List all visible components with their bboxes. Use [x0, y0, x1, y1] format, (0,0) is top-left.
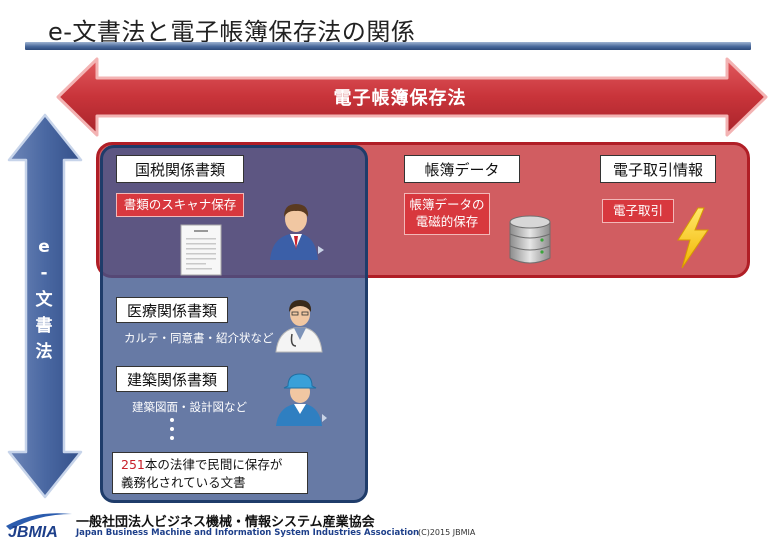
continuation-dots — [170, 418, 174, 445]
e-doc-char: 法 — [35, 342, 53, 363]
electronic-storage-line2: 電磁的保存 — [415, 214, 479, 229]
worker-icon — [276, 373, 327, 426]
jbmia-logo: JBMIA — [6, 513, 72, 540]
electronic-storage-line1: 帳簿データの — [409, 197, 485, 213]
kenchiku-desc: 建築図面・設計図など — [132, 400, 247, 414]
e-transaction-tag: 電子取引 — [602, 199, 674, 223]
lightning-icon — [677, 207, 709, 269]
database-icon — [509, 215, 551, 264]
document-icon — [180, 224, 222, 276]
horizontal-double-arrow — [56, 57, 768, 137]
e-doc-char: e — [38, 237, 50, 257]
scanner-storage-tag: 書類のスキャナ保存 — [116, 193, 244, 217]
org-name-jp: 一般社団法人ビジネス機械・情報システム産業協会 — [76, 515, 375, 530]
law-count-number: 251 — [121, 457, 145, 472]
iryou-label: 医療関係書類 — [116, 297, 228, 323]
law-count-note: 251本の法律で民間に保存が 義務化されている文書 — [112, 452, 308, 494]
choubo-label: 帳簿データ — [404, 155, 520, 183]
law-arrow-label: 電子帳簿保存法 — [333, 88, 467, 109]
e-doc-char: 書 — [35, 316, 53, 337]
e-doc-char: 文 — [35, 289, 53, 310]
electronic-storage-tag: 帳簿データの 電磁的保存 — [404, 193, 490, 235]
torihiki-label: 電子取引情報 — [600, 155, 716, 183]
kokuzei-label: 国税関係書類 — [116, 155, 244, 183]
copyright: (C)2015 JBMIA — [418, 528, 476, 537]
e-doc-char: - — [40, 263, 48, 284]
iryou-desc: カルテ・同意書・紹介状など — [124, 331, 274, 345]
title-underline — [25, 42, 751, 50]
law-count-line2: 義務化されている文書 — [121, 474, 246, 490]
businessman-icon — [270, 204, 324, 260]
page-title: e-文書法と電子帳簿保存法の関係 — [48, 18, 416, 46]
doctor-icon — [275, 300, 323, 353]
law-count-line1: 本の法律で民間に保存が — [144, 457, 283, 472]
org-name-en: Japan Business Machine and Information S… — [76, 528, 420, 538]
vertical-double-arrow — [7, 113, 83, 499]
logo-text: JBMIA — [8, 524, 58, 540]
kenchiku-label: 建築関係書類 — [116, 366, 228, 392]
e-document-law-label: e - 文 書 法 — [24, 234, 64, 366]
